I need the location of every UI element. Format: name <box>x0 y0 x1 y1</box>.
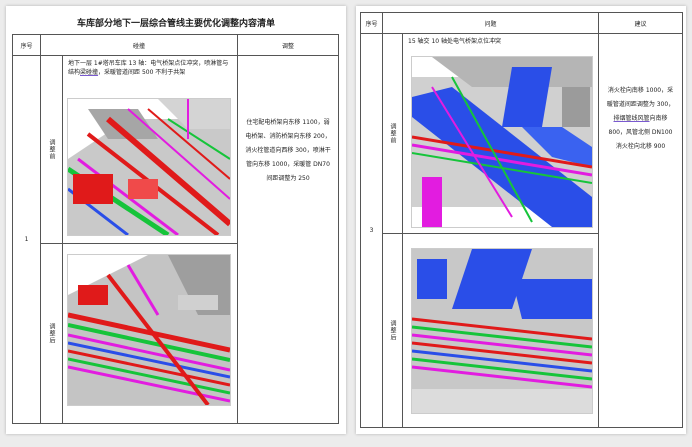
row-number: 3 <box>360 33 383 428</box>
left-document-page: 车库部分地下一层综合管线主要优化调整内容清单 序号 碰撞 调整 1 调整前 地下… <box>6 6 346 434</box>
before-label: 调整前 <box>389 123 396 144</box>
after-cell <box>61 243 239 424</box>
right-adjustment-table: 序号 问题 建议 3 调整前 15 轴交 10 轴处电气桥架点位冲突 <box>360 12 684 428</box>
header-problem: 碰撞 <box>39 34 239 56</box>
header-suggestion: 调整 <box>237 34 340 56</box>
table-row-before: 3 调整前 15 轴交 10 轴处电气桥架点位冲突 <box>360 33 684 428</box>
page-title: 车库部分地下一层综合管线主要优化调整内容清单 <box>76 19 275 29</box>
after-cell <box>401 233 600 428</box>
bim-image-after <box>411 248 593 414</box>
before-cell: 15 轴交 10 轴处电气桥架点位冲突 <box>401 33 600 234</box>
suggestion-text: 消火栓向南移 1000，采暖管道间距调整为 300， 排烟管线风管向南移 800，… <box>599 84 682 154</box>
problem-description: 地下一层 1#塔吊车库 13 轴：电气桥架点位冲突，喷淋管与结构梁碰撞，采暖管道… <box>63 56 237 80</box>
before-cell: 地下一层 1#塔吊车库 13 轴：电气桥架点位冲突，喷淋管与结构梁碰撞，采暖管道… <box>61 55 239 244</box>
description-underlined: 梁碰撞 <box>80 69 99 76</box>
table-row-after: 调整后 <box>361 233 683 428</box>
suggestion-text: 住宅配电桥架向东移 1100，弱电桥架、消防桥架向东移 200，消火栓管道向西移… <box>245 119 331 182</box>
suggestion-cell: 消火栓向南移 1000，采暖管道间距调整为 300， 排烟管线风管向南移 800，… <box>598 33 684 428</box>
table-header-row: 序号 问题 建议 <box>360 12 684 34</box>
bim-image-before <box>411 56 593 228</box>
right-document-page: 序号 问题 建议 3 调整前 15 轴交 10 轴处电气桥架点位冲突 <box>356 6 686 434</box>
row-number: 1 <box>12 55 41 424</box>
suggestion-part-2: 向南移 800，风管北侧 DN100 消火栓向北移 900 <box>608 115 673 150</box>
table-row-before: 1 调整前 地下一层 1#塔吊车库 13 轴：电气桥架点位冲突，喷淋管与结构梁碰… <box>12 55 340 424</box>
table-header-row: 序号 碰撞 调整 <box>12 34 340 56</box>
left-adjustment-table: 序号 碰撞 调整 1 调整前 地下一层 1#塔吊车库 13 轴：电气桥架点位冲突… <box>12 34 340 424</box>
header-suggestion: 建议 <box>598 12 684 34</box>
description-text: 地下一层 1#塔吊车库 13 轴：电气桥架点位冲突，喷淋管与结构 <box>68 60 229 76</box>
suggestion-cell: 住宅配电桥架向东移 1100，弱电桥架、消防桥架向东移 200，消火栓管道向西移… <box>237 55 340 424</box>
table-row-after: 调整后 <box>13 243 339 424</box>
after-label: 调整后 <box>389 320 396 341</box>
header-no: 序号 <box>360 12 383 34</box>
bim-image-before <box>67 98 231 236</box>
header-no: 序号 <box>12 34 41 56</box>
after-label: 调整后 <box>48 323 55 344</box>
header-problem: 问题 <box>381 12 600 34</box>
description-tail: ，采暖管道间距 500 不利于共架 <box>98 69 186 76</box>
suggestion-part-1: 消火栓向南移 1000，采暖管道间距调整为 300， <box>606 87 675 108</box>
suggestion-underlined: 排烟管线风管 <box>613 115 650 122</box>
problem-description: 15 轴交 10 轴处电气桥架点位冲突 <box>408 38 501 45</box>
bim-image-after <box>67 254 231 406</box>
before-label: 调整前 <box>48 139 55 160</box>
